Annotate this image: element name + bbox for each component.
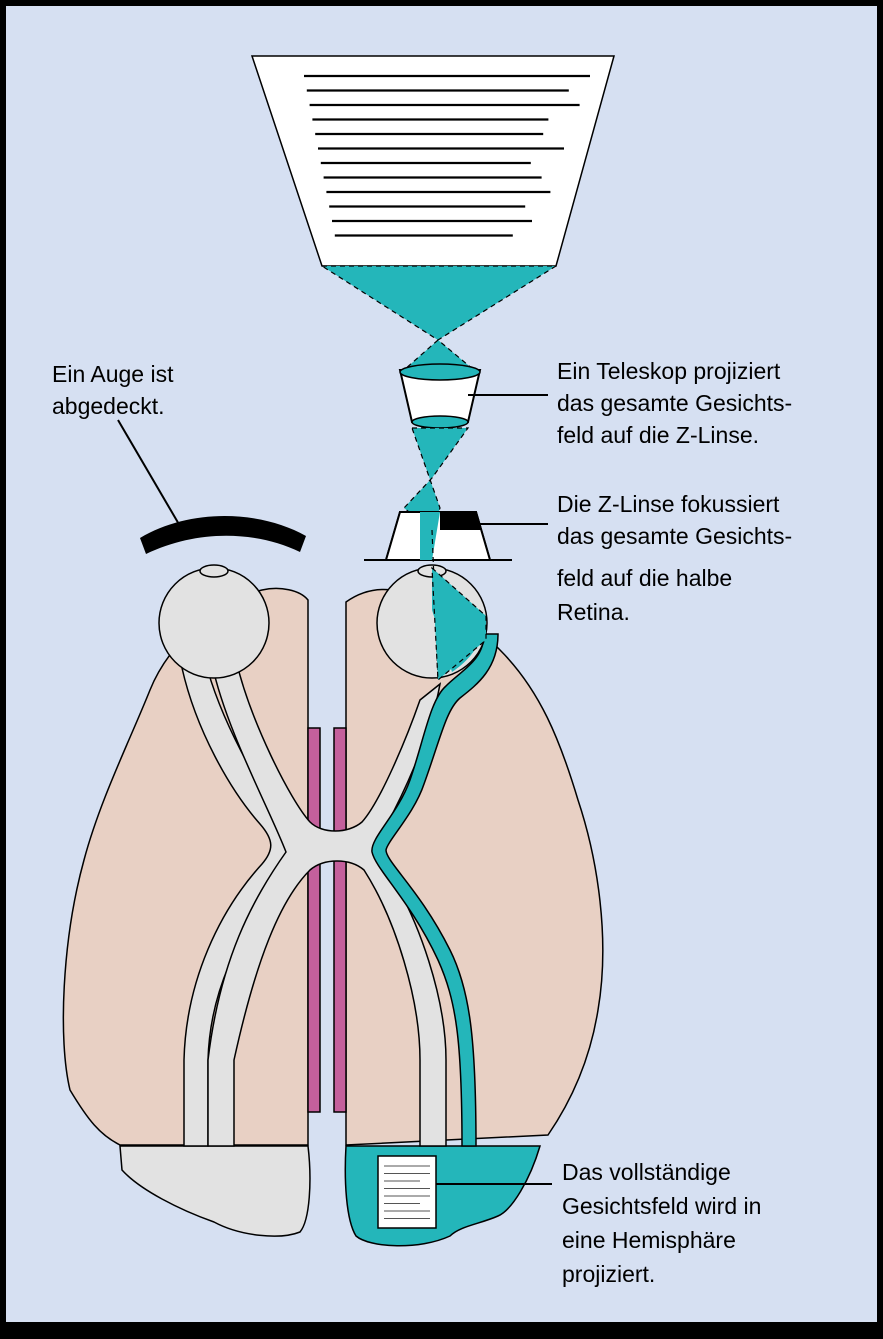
projection-cone-upper <box>319 265 559 341</box>
label-telescope: Ein Teleskop projiziert das gesamte Gesi… <box>557 358 799 448</box>
projection-cone-to-telescope <box>402 339 476 371</box>
projection-beam-lower <box>403 427 470 531</box>
left-occipital-lobe <box>119 1145 311 1237</box>
corpus-callosum-right <box>333 727 347 1113</box>
optic-chiasm <box>207 659 447 1147</box>
eye-projection-cone <box>431 566 487 682</box>
label-z-lens: Die Z-Linse fokussiert das gesamte Gesic… <box>557 491 799 625</box>
corpus-callosum-left <box>307 727 321 1113</box>
label-hemisphere: Das vollständige Gesichtsfeld wird in ei… <box>562 1159 768 1287</box>
leader-covered-eye <box>117 419 181 527</box>
left-eye <box>158 564 270 679</box>
projected-text-page <box>377 1155 437 1229</box>
label-covered-eye: Ein Auge ist abgedeckt. <box>52 361 180 419</box>
page-text-lines <box>304 74 590 237</box>
projection-tract <box>371 633 499 1147</box>
z-lens <box>364 511 512 561</box>
telescope <box>398 363 482 429</box>
projected-page-text-lines <box>384 1165 430 1219</box>
eye-cover-icon <box>140 516 306 554</box>
